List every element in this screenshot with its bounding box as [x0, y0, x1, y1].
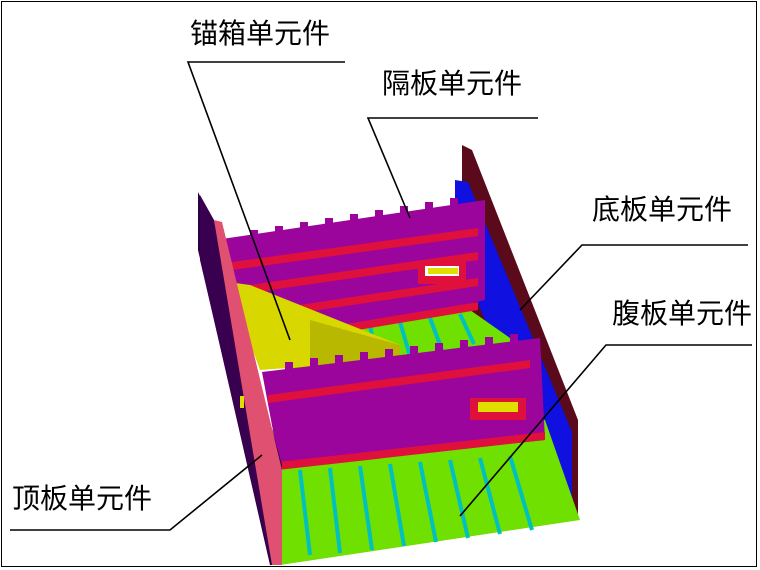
label-anchor-box: 锚箱单元件 [190, 17, 331, 50]
rear-diaphragm-teeth [250, 198, 458, 242]
front-red-ribs [268, 360, 545, 470]
diaphragm-leader [366, 117, 538, 219]
anchor-box-leader [186, 61, 345, 341]
label-top-plate: 顶板单元件 [12, 482, 153, 515]
bottom-stiffeners [298, 313, 534, 556]
left-top-plate-face [200, 195, 270, 560]
label-bottom-plate: 底板单元件 [592, 193, 733, 226]
web-plate-leader [459, 344, 752, 517]
label-diaphragm: 隔板单元件 [382, 67, 523, 100]
top-plate-leader [10, 454, 263, 531]
front-diaphragm-teeth [285, 334, 518, 374]
label-web-plate: 腹板单元件 [612, 297, 753, 330]
bottom-plate-leader [519, 244, 748, 311]
anchor-box-face [310, 320, 400, 368]
left-pink-edge [214, 220, 282, 565]
